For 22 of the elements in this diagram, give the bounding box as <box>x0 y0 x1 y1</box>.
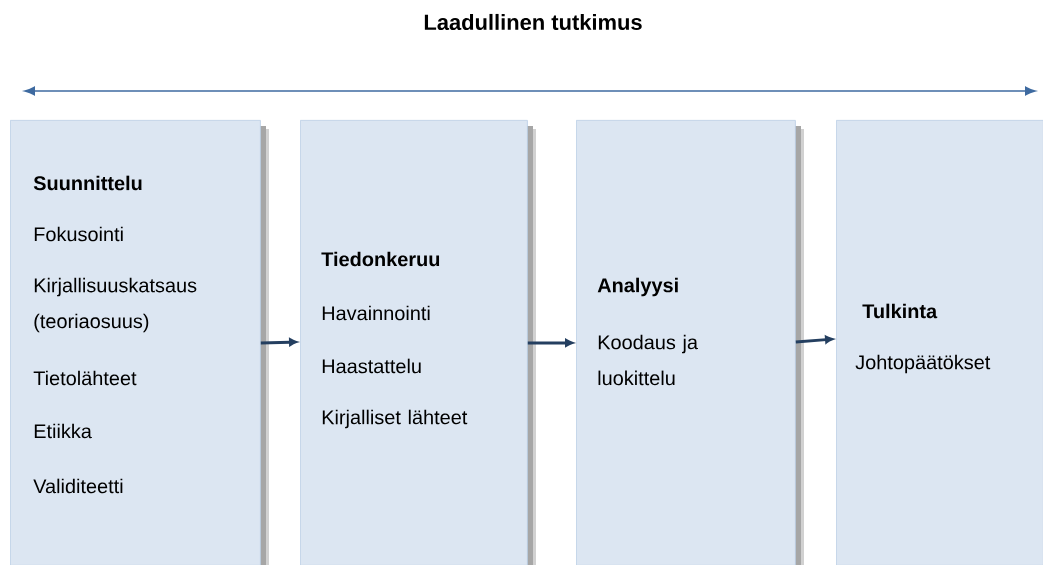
stage-box <box>10 120 269 565</box>
arrow <box>795 335 834 344</box>
stage-box <box>300 120 536 565</box>
stage-item: Koodaus ja luokittelu <box>598 334 698 386</box>
stage-item: Fokusointi <box>34 226 123 242</box>
stage-item: Havainnointi <box>322 305 430 321</box>
stage-item: Validiteetti <box>33 478 123 494</box>
stage-heading: Analyysi <box>597 277 678 297</box>
stage-item: Haastattelu <box>322 358 421 374</box>
stage-heading: Suunnittelu <box>33 175 142 191</box>
stage-box <box>836 120 1043 565</box>
stage-item: Tietolähteet <box>33 370 137 386</box>
stage-item: Kirjalliset lähteet <box>322 409 468 429</box>
title: Laadullinen tutkimus <box>424 13 642 31</box>
arrow <box>527 338 574 347</box>
stage-item: Etiikka <box>34 423 92 439</box>
stage-item: Kirjallisuuskatsaus (teoriaosuus) <box>34 277 197 333</box>
stage-item: Johtopäätökset <box>855 354 991 374</box>
stage-heading: Tulkinta <box>862 303 938 319</box>
arrow <box>260 338 298 347</box>
stage-heading: Tiedonkeruu <box>321 251 440 267</box>
stage-box <box>576 120 804 565</box>
